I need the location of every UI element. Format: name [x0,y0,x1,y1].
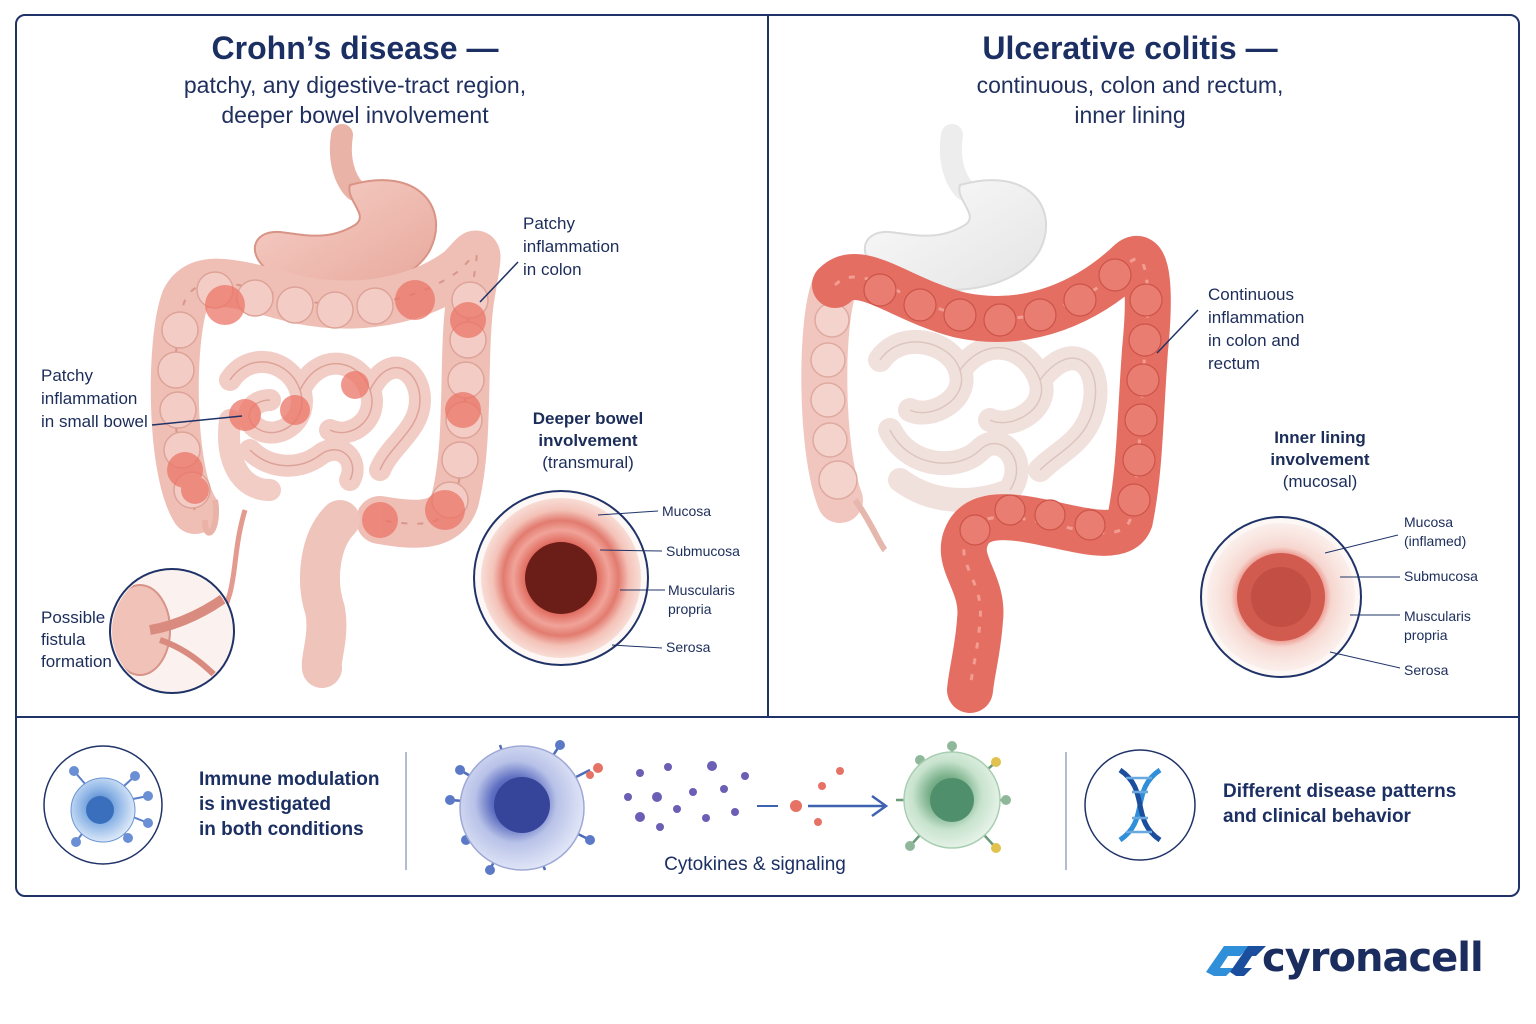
uc-title: Ulcerative colitis — [982,30,1278,66]
uc-subtitle-line2: inner lining [1074,102,1186,128]
label-continuous-colon: Continuous inflammation in colon and rec… [1208,285,1305,373]
uc-layer-muscularis: Muscularis propria [1404,608,1471,643]
immune-modulation-text: Immune modulation is investigated in bot… [199,769,380,840]
brand-logo-mark [1206,946,1266,976]
panel-divider-vertical [767,14,769,718]
layer-muscularis: Muscularis propria [668,582,735,617]
uc-layer-mucosa: Mucosa (inflamed) [1404,514,1467,549]
panel-divider-horizontal [15,716,1520,718]
cytokines-caption: Cytokines & signaling [664,854,846,875]
brand-logo: cyronacell [1262,935,1484,981]
bottom-illustrations [43,740,1196,875]
crohns-subtitle-line1: patchy, any digestive-tract region, [183,72,527,98]
uc-layer-serosa: Serosa [1404,662,1449,678]
label-fistula: Possible fistula formation [41,608,112,671]
crohns-gi-tract [109,124,665,694]
uc-gi-tract [801,124,1401,713]
layer-mucosa: Mucosa [662,503,712,519]
label-patchy-colon: Patchy inflammation in colon [523,214,620,279]
uc-subtitle-line1: continuous, colon and rectum, [976,72,1284,98]
uc-cross-section-title: Inner lining involvement (mucosal) [1270,428,1370,491]
crohns-subtitle-line2: deeper bowel involvement [221,102,489,128]
crohns-cross-section-title: Deeper bowel involvement (transmural) [532,409,644,472]
brand-name: cyronacell [1262,935,1484,981]
disease-patterns-text: Different disease patterns and clinical … [1223,781,1457,827]
uc-layer-submucosa: Submucosa [1404,568,1478,584]
label-patchy-small-bowel: Patchy inflammation in small bowel [41,366,148,431]
layer-serosa: Serosa [666,639,711,655]
layer-submucosa: Submucosa [666,543,740,559]
crohns-title: Crohn’s disease — [211,30,499,66]
dna-icon [1118,767,1162,843]
arrow-right-icon [808,794,889,818]
